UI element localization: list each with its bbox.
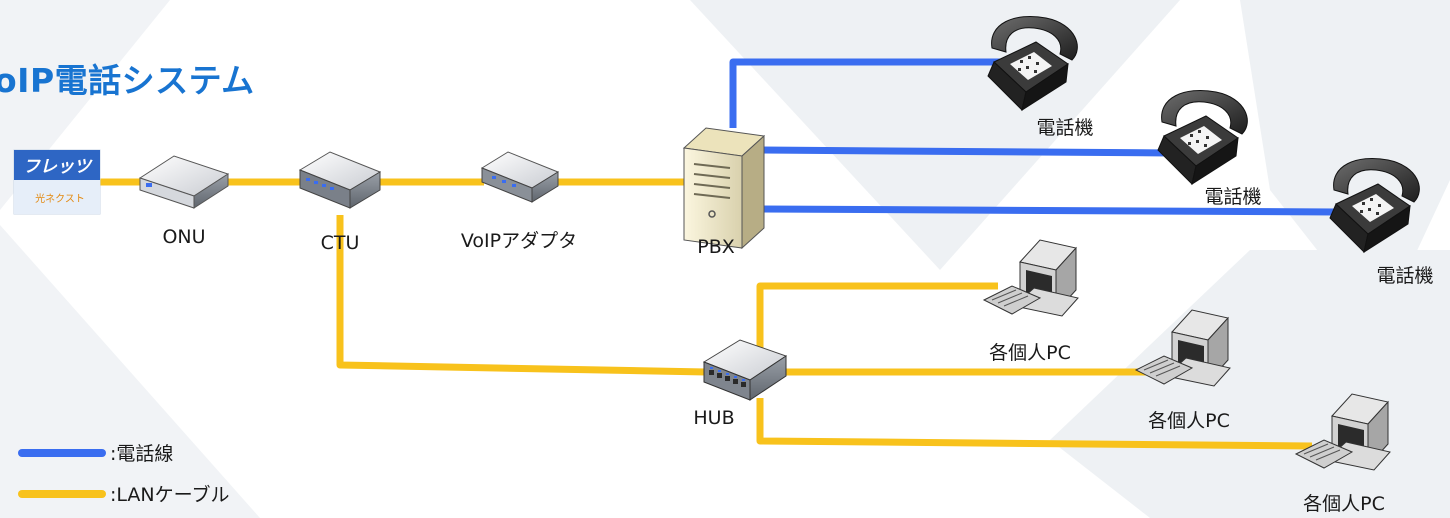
voip-adapter-label: VoIPアダプタ (460, 230, 578, 252)
phone-lines (729, 58, 1337, 216)
pbx-server-icon (682, 127, 766, 250)
lan-cables (100, 178, 1313, 450)
pc-label-1: 各個人PC (989, 342, 1071, 364)
onu-label: ONU (162, 226, 206, 248)
ctu-router-icon (298, 151, 382, 209)
telephone-icon (1157, 90, 1248, 186)
legend-label-lan-cable: :LANケーブル (110, 484, 230, 506)
legend-swatch-lan-cable (18, 489, 106, 498)
phone-line-2 (759, 146, 1171, 157)
flets-logo-subtext: 光ネクスト (35, 192, 85, 205)
diagram-title: oIP電話システム (0, 61, 255, 100)
ctu-label: CTU (320, 232, 360, 254)
hub-label: HUB (693, 407, 735, 429)
telephone-icon (1329, 158, 1420, 254)
desktop-pc-icon (1294, 393, 1391, 471)
phone-line-1 (729, 58, 1010, 128)
lan-cable-ctu-hub (336, 215, 707, 376)
flets-hikari-logo: フレッツ 光ネクスト (13, 149, 101, 215)
onu-device-icon (138, 155, 230, 209)
phone-label-3: 電話機 (1376, 265, 1434, 287)
phone-line-3 (759, 205, 1337, 216)
telephone-icon (987, 16, 1078, 112)
pc-label-3: 各個人PC (1303, 493, 1385, 515)
phone-label-2: 電話機 (1204, 186, 1262, 208)
flets-logo-text: フレッツ (23, 157, 93, 177)
legend-lan-cable: :LANケーブル (18, 480, 230, 507)
legend-label-phone-line: :電話線 (110, 443, 174, 465)
legend-swatch-phone-line (18, 448, 106, 457)
desktop-pc-icon (982, 239, 1079, 317)
lan-cable-hub-pc1 (756, 282, 998, 358)
phone-label-1: 電話機 (1036, 117, 1094, 139)
pc-label-2: 各個人PC (1148, 410, 1230, 432)
voip-adapter-icon (480, 151, 560, 203)
pbx-label: PBX (697, 236, 735, 258)
lan-cable-hub-pc3 (756, 398, 1313, 450)
legend-phone-line: :電話線 (18, 439, 173, 466)
desktop-pc-icon (1134, 309, 1231, 387)
hub-switch-icon (702, 339, 788, 401)
